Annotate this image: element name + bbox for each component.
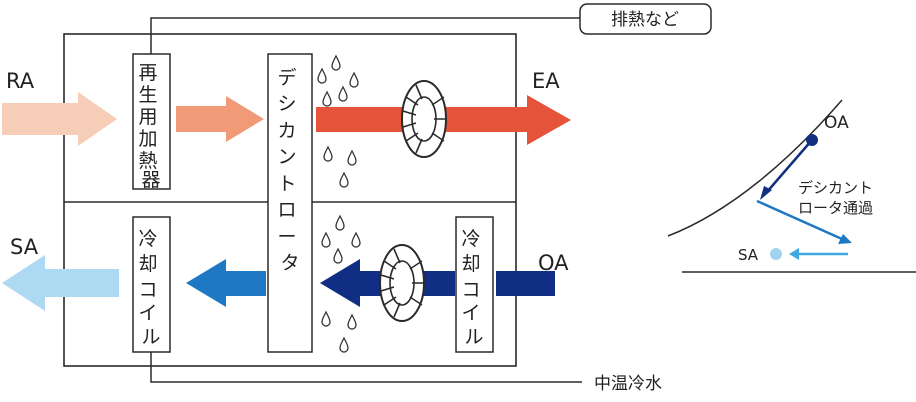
chart-oa-point [806, 134, 818, 146]
sa-arrow [2, 255, 119, 311]
regen-heater-label: 再 生 用 加 熱 器 [138, 62, 163, 191]
cooling-coil-right-label: 冷 却 コ イ ル [461, 228, 486, 348]
desiccant-rotor [267, 53, 313, 353]
process-chart: OA SA デシカント ロータ通過 [667, 99, 916, 273]
chart-sa-point [770, 248, 782, 260]
chart-oa-arrowhead [760, 186, 772, 200]
supply-fan-icon [379, 244, 425, 322]
cooling-coil-left-label: 冷 却 コ イ ル [138, 228, 163, 348]
desiccant-rotor-label: デ シ カ ン ト ロ ー タ [277, 67, 302, 274]
exhaust-heat-box [579, 3, 712, 35]
chart-note-line1: デシカント [798, 179, 873, 197]
cooling-coil-right [455, 216, 494, 353]
ea-arrow-head [440, 95, 571, 145]
heated-ra-arrow [176, 96, 264, 142]
chart-oa-line [765, 139, 813, 194]
regen-heater [132, 53, 171, 190]
cooling-coil-left [132, 216, 171, 353]
ra-label: RA [6, 69, 35, 93]
chart-sa-label: SA [738, 246, 759, 264]
medium-temp-water-pipe [150, 350, 582, 383]
sa-label: SA [10, 235, 39, 259]
ea-label: EA [532, 69, 560, 93]
chart-rotor-line [756, 199, 843, 241]
cool-air-arrow [186, 259, 266, 307]
exhaust-heat-pipe [150, 17, 580, 54]
ra-arrow [2, 92, 117, 146]
chart-rotor-arrowhead [838, 234, 852, 244]
chart-note-line2: ロータ通過 [798, 199, 873, 217]
chart-cool-arrowhead [789, 248, 799, 260]
oa-arrow-tail [496, 271, 555, 296]
exhaust-heat-label: 排熱など [611, 10, 679, 30]
ea-arrow-tail [316, 107, 408, 132]
chart-saturation-curve [667, 99, 843, 237]
exhaust-fan-icon [401, 80, 447, 158]
chart-oa-label: OA [824, 113, 849, 133]
medium-temp-water-label: 中温冷水 [594, 374, 662, 394]
oa-label: OA [538, 251, 569, 275]
